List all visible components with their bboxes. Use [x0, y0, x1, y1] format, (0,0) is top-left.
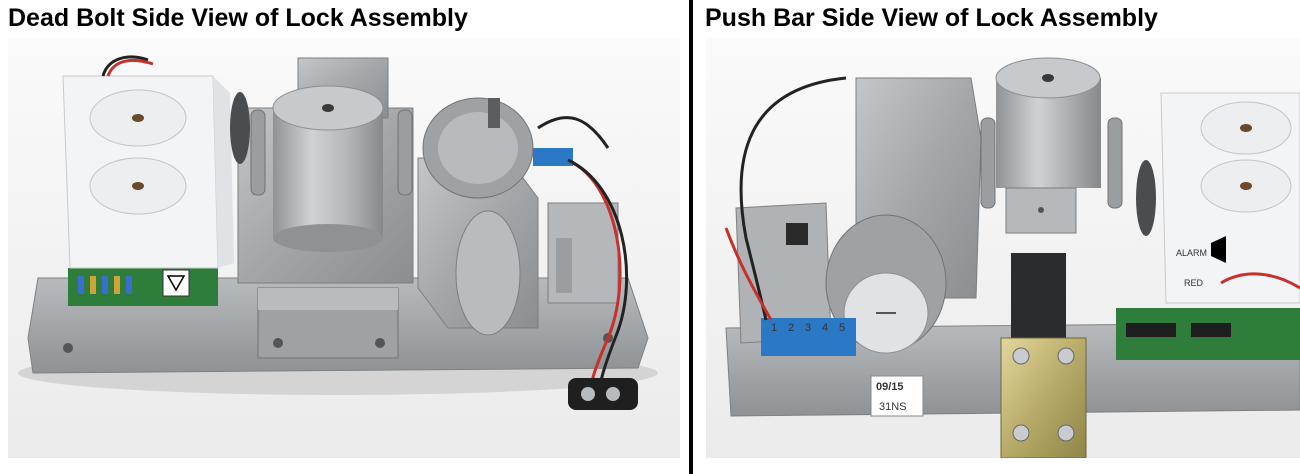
right-panel-title: Push Bar Side View of Lock Assembly [705, 4, 1158, 32]
date-label: 09/15 [876, 381, 904, 393]
dead-bolt-side-photo [8, 38, 680, 458]
right-panel: Push Bar Side View of Lock Assembly [700, 0, 1300, 474]
model-label: 31NS [879, 401, 907, 413]
terminal-number: 2 [788, 322, 794, 334]
terminal-number: 3 [805, 322, 811, 334]
alarm-label: ALARM [1176, 248, 1207, 258]
push-bar-side-photo: 1 2 3 4 5 09/15 31NS ALARM RED [706, 38, 1300, 458]
left-panel: Dead Bolt Side View of Lock Assembly [8, 4, 680, 458]
terminal-number: 4 [822, 322, 828, 334]
terminal-number: 1 [771, 322, 777, 334]
terminal-number: 5 [839, 322, 845, 334]
red-label: RED [1184, 278, 1204, 288]
panel-divider [689, 0, 693, 474]
left-panel-title: Dead Bolt Side View of Lock Assembly [8, 4, 468, 32]
terminal-numbers: 1 2 3 4 5 [771, 322, 845, 334]
